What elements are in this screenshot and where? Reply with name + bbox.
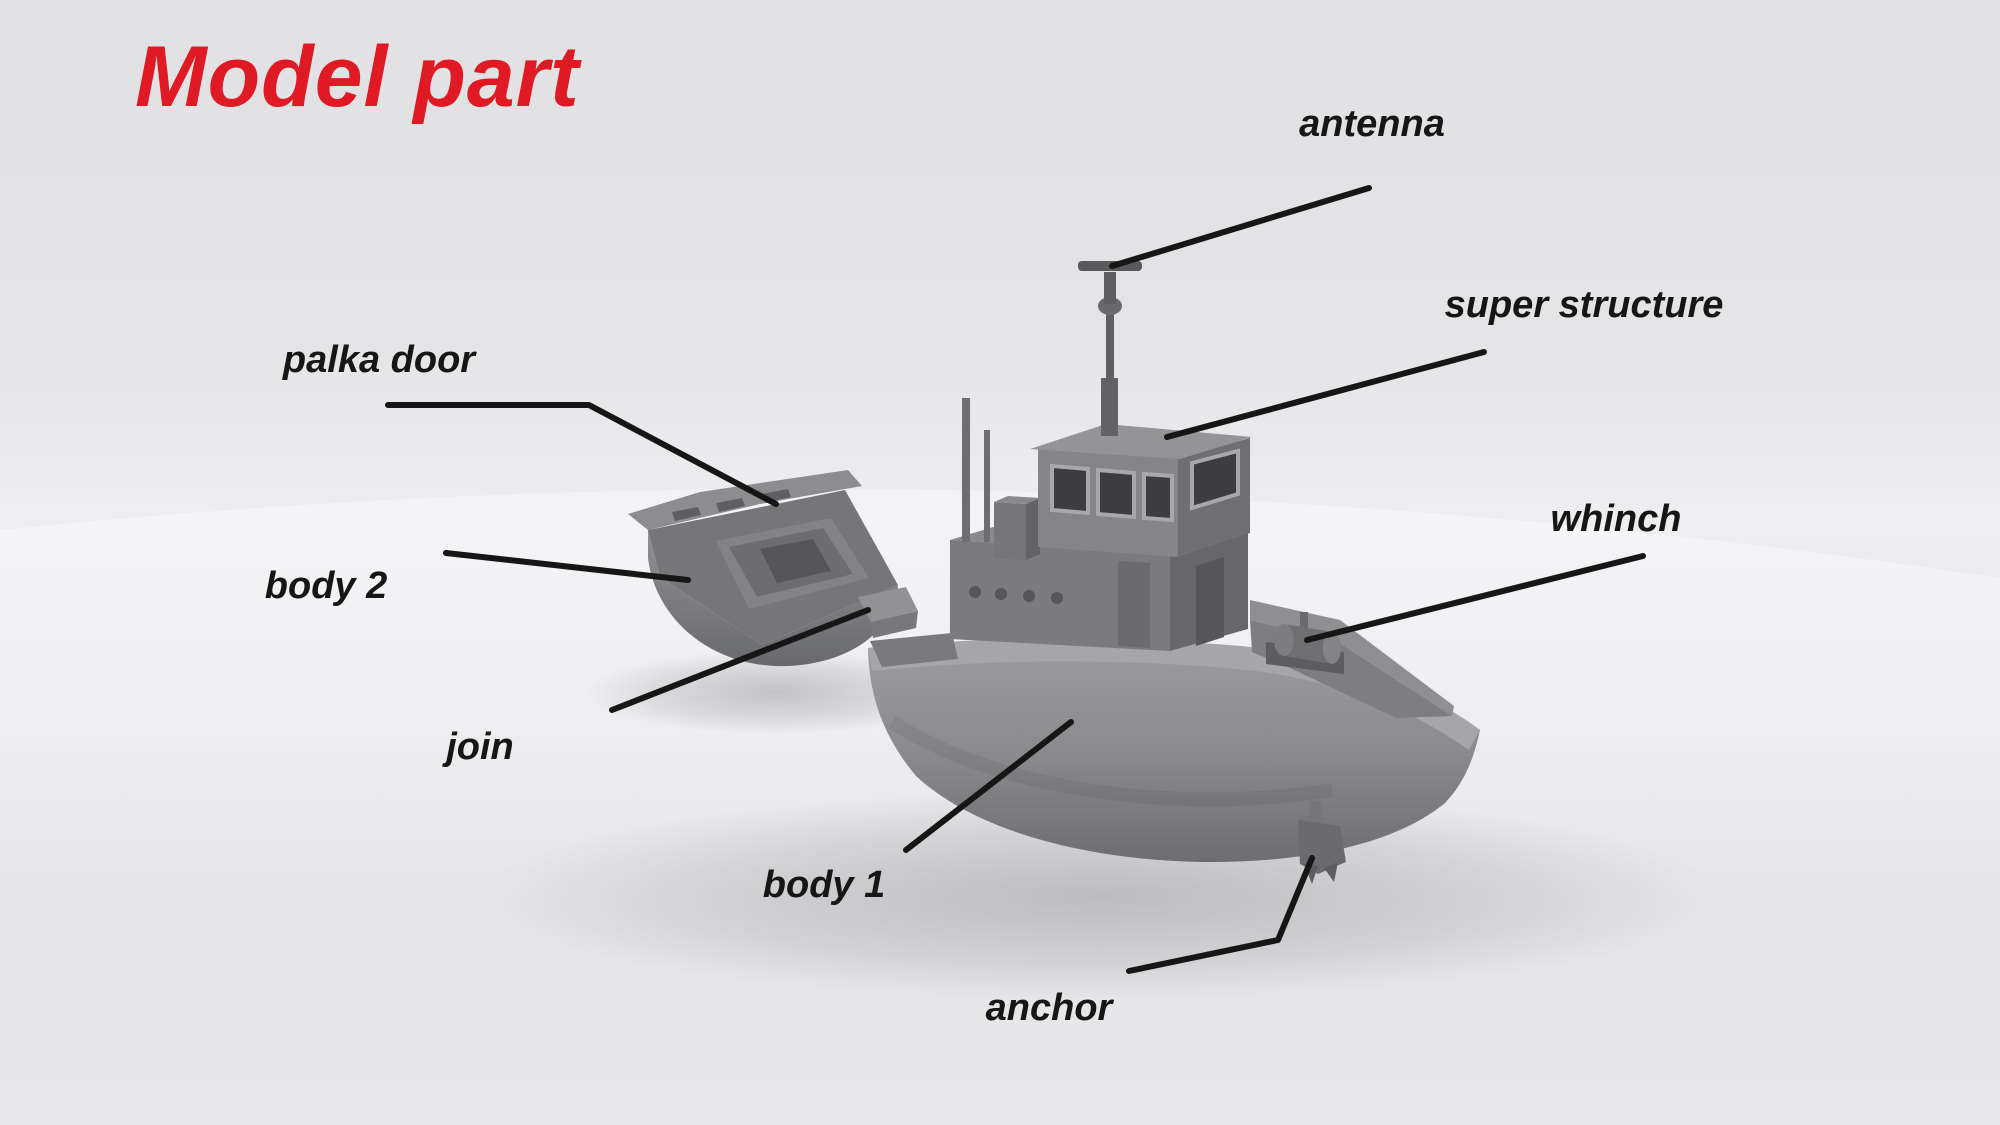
wheelhouse-roof [1030,424,1252,459]
body1-leader-line [903,719,1074,853]
floor-shadow [480,790,1720,1000]
page-title: Model part [135,29,580,125]
super-structure-leader-line [1164,349,1487,440]
label-super-structure: super structure [1444,284,1724,326]
body1-hull-side [868,638,1480,863]
body1-chine-shading [888,716,1334,807]
body2-part [628,470,898,667]
join-tab-top [858,587,918,622]
whinch-leader-line [1304,553,1646,643]
join-tab-side [871,611,918,638]
porthole-1 [969,586,981,598]
backdrop-horizon [0,0,2000,578]
antenna-leader-line [1109,185,1372,269]
antenna-lower-post [1101,378,1118,436]
wheelhouse-window-2 [1096,467,1136,520]
deckhouse-door-side [1196,557,1224,646]
leader-lines [385,185,1646,974]
anchor-leader-line [1126,855,1315,974]
antenna-mast [1106,300,1114,382]
antenna-stem [1104,272,1116,304]
porthole-4 [1051,592,1063,604]
wheelhouse-window-3 [1142,471,1174,523]
label-whinch: whinch [1550,498,1682,540]
body2-hull-side [648,530,898,667]
super-structure-part [950,398,1252,651]
body2-leader-line [443,550,691,583]
exhaust-stack-top [994,496,1040,504]
winch-drum-end-left [1274,624,1294,656]
body2-bulwark-slot-2 [716,498,745,512]
palka-door-leader-line [385,402,779,507]
label-body1: body 1 [762,864,886,906]
label-join: join [446,726,514,768]
deckhouse-door-front [1118,561,1150,648]
porthole-3 [1023,590,1035,602]
anchor-shank [1308,800,1322,826]
anchor-fluke-right [1324,862,1338,882]
label-body2: body 2 [264,565,388,607]
label-anchor: anchor [985,987,1113,1029]
exhaust-stack-side [1026,498,1040,560]
signal-mast-short [984,430,990,542]
exhaust-stack-front [994,502,1026,560]
label-palka-door: palka door [282,339,476,381]
wheelhouse-window-1 [1050,463,1090,516]
aft-deck [870,633,958,667]
porthole-2 [995,588,1007,600]
label-antenna: antenna [1299,103,1445,145]
join-part [858,587,918,638]
winch-drum-end-right [1323,632,1341,664]
body2-bulwark-slot-1 [672,507,701,521]
winch-post [1300,612,1308,634]
palka-door-plate [760,539,831,583]
wheelhouse-window-side [1190,448,1240,511]
join-leader-line [609,607,871,713]
signal-mast-tall [962,398,970,542]
